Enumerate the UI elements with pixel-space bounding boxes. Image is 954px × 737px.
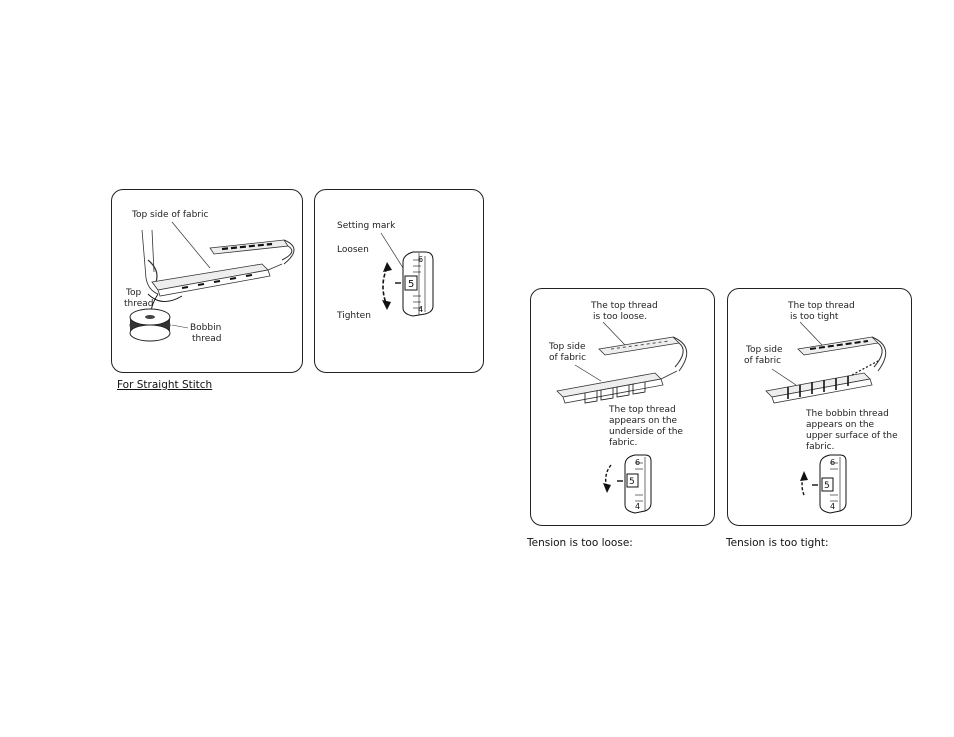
loose-desc-line1: The top thread xyxy=(609,405,676,415)
tight-desc-line3: upper surface of the xyxy=(806,431,898,441)
tight-top-side-line1: Top side xyxy=(746,345,783,355)
loose-dial-digit-bottom: 4 xyxy=(635,502,640,511)
loose-dial-digit-top: 6 xyxy=(635,458,640,467)
dial-digit-bottom: 4 xyxy=(418,305,423,314)
top-thread-label-line1: Top xyxy=(126,288,142,298)
tight-header-line2: is too tight xyxy=(790,312,839,322)
loosen-label: Loosen xyxy=(337,245,369,255)
loose-fabric-illustration: 6 5 4 xyxy=(556,321,688,514)
tight-fabric-illustration: 6 5 4 xyxy=(765,321,887,514)
loose-dial-digit-mid: 5 xyxy=(629,477,635,487)
tight-dial-digit-mid: 5 xyxy=(824,481,830,491)
loose-header-line2: is too loose. xyxy=(593,312,648,322)
dial-digit-mid: 5 xyxy=(408,279,414,290)
tension-tight-panel: The top thread is too tight Top side of … xyxy=(727,288,912,526)
straight-stitch-caption: For Straight Stitch xyxy=(117,379,213,391)
tension-loose-caption: Tension is too loose: xyxy=(527,537,633,549)
tight-desc-line2: appears on the xyxy=(806,420,875,430)
loose-top-side-line2: of fabric xyxy=(549,353,587,363)
loose-desc-line3: underside of the xyxy=(609,427,683,437)
tight-top-side-line2: of fabric xyxy=(744,356,782,366)
loose-desc-line4: fabric. xyxy=(609,438,638,448)
setting-mark-label: Setting mark xyxy=(337,221,396,231)
bobbin-thread-label-line2: thread xyxy=(192,334,222,344)
tension-dial-panel: Setting mark Loosen Tighten 6 5 4 xyxy=(314,189,484,373)
straight-stitch-illustration xyxy=(129,221,295,342)
tight-header-line1: The top thread xyxy=(788,301,855,311)
top-thread-label-line2: thread xyxy=(124,299,154,309)
tight-dial-digit-top: 6 xyxy=(830,458,835,467)
loose-header-line1: The top thread xyxy=(591,301,658,311)
bobbin-thread-label-line1: Bobbin xyxy=(190,323,222,333)
tension-dial-illustration: 6 5 4 xyxy=(380,232,434,317)
dial-digit-top: 6 xyxy=(418,255,423,264)
straight-stitch-panel: Top side of fabric Top thread Bobbin thr… xyxy=(111,189,303,373)
loose-desc-line2: appears on the xyxy=(609,416,678,426)
tight-desc-line4: fabric. xyxy=(806,442,835,452)
top-side-of-fabric-label: Top side of fabric xyxy=(132,210,209,220)
tension-loose-panel: The top thread is too loose. Top side of… xyxy=(530,288,715,526)
loose-top-side-line1: Top side xyxy=(549,342,586,352)
tight-dial-digit-bottom: 4 xyxy=(830,502,835,511)
tension-tight-caption: Tension is too tight: xyxy=(726,537,829,549)
tight-desc-line1: The bobbin thread xyxy=(806,409,889,419)
tighten-label: Tighten xyxy=(337,311,371,321)
